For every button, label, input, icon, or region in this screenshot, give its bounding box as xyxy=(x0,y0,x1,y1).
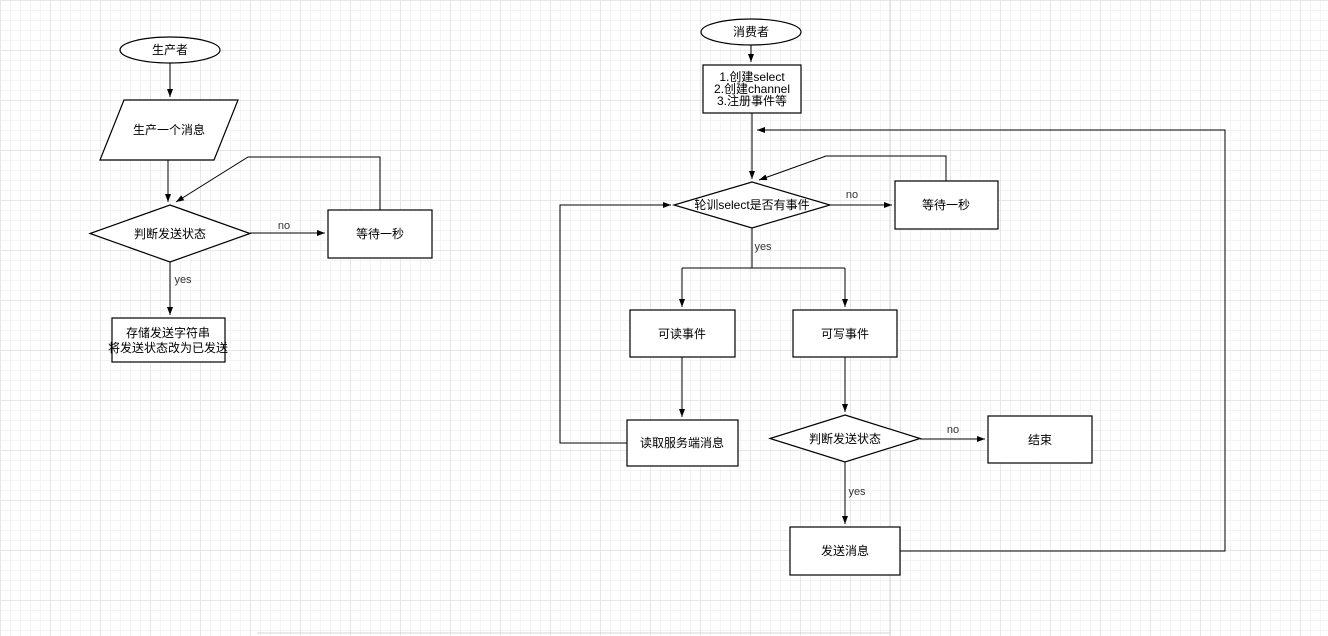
consumer-start-node[interactable]: 消费者 xyxy=(700,18,802,46)
consumer-init-label-line1: 1.创建select xyxy=(719,70,785,84)
consumer-wait-label: 等待一秒 xyxy=(922,198,970,212)
consumer-checksend-label: 判断发送状态 xyxy=(809,431,881,446)
consumer-send-label: 发送消息 xyxy=(821,543,869,558)
producer-start-node[interactable]: 生产者 xyxy=(119,36,221,64)
consumer-readmsg-label: 读取服务端消息 xyxy=(640,435,724,450)
producer-check-label: 判断发送状态 xyxy=(134,226,206,241)
producer-start-label: 生产者 xyxy=(152,43,188,57)
consumer-send-node[interactable]: 发送消息 xyxy=(789,526,901,576)
edge-label-producer-yes: yes xyxy=(174,274,192,286)
consumer-poll-node[interactable]: 轮训select是否有事件 xyxy=(671,181,833,229)
consumer-wait-node[interactable]: 等待一秒 xyxy=(894,180,999,230)
producer-store-label-line2: 将发送状态改为已发送 xyxy=(108,340,228,355)
edge-readmsg-loop-to-poll xyxy=(559,202,671,444)
consumer-end-label: 结束 xyxy=(1028,433,1052,447)
edge-wait-loop-to-poll xyxy=(758,155,947,181)
producer-wait-label: 等待一秒 xyxy=(356,227,404,241)
consumer-writable-label: 可写事件 xyxy=(821,327,869,341)
consumer-checksend-node[interactable]: 判断发送状态 xyxy=(767,414,923,463)
edge-label-checksend-no: no xyxy=(947,424,959,436)
edge-label-producer-no: no xyxy=(278,220,290,232)
producer-check-node[interactable]: 判断发送状态 xyxy=(88,204,252,263)
consumer-readable-node[interactable]: 可读事件 xyxy=(629,309,736,358)
producer-produce-label: 生产一个消息 xyxy=(133,122,205,137)
edge-label-poll-no: no xyxy=(846,189,858,201)
producer-store-label-line1: 存储发送字符串 xyxy=(126,325,210,340)
edge-send-loop-to-poll xyxy=(757,127,1226,552)
consumer-init-node[interactable]: 1.创建select 2.创建channel 3.注册事件等 xyxy=(702,64,802,114)
edge-poll-yes-split xyxy=(682,228,845,269)
consumer-readmsg-node[interactable]: 读取服务端消息 xyxy=(626,419,739,467)
consumer-writable-node[interactable]: 可写事件 xyxy=(792,309,898,358)
producer-produce-node[interactable]: 生产一个消息 xyxy=(99,99,239,161)
consumer-end-node[interactable]: 结束 xyxy=(987,415,1093,464)
consumer-poll-label: 轮训select是否有事件 xyxy=(694,198,809,212)
edge-label-checksend-yes: yes xyxy=(848,486,866,498)
consumer-init-label-line2: 2.创建channel xyxy=(714,82,790,96)
edge-wait-loop-to-check xyxy=(175,156,381,210)
producer-store-node[interactable]: 存储发送字符串 将发送状态改为已发送 xyxy=(108,317,228,363)
consumer-start-label: 消费者 xyxy=(733,25,769,39)
edge-label-poll-yes: yes xyxy=(754,241,772,253)
consumer-readable-label: 可读事件 xyxy=(658,327,706,341)
consumer-init-label-line3: 3.注册事件等 xyxy=(717,93,787,108)
producer-wait-node[interactable]: 等待一秒 xyxy=(327,209,433,259)
